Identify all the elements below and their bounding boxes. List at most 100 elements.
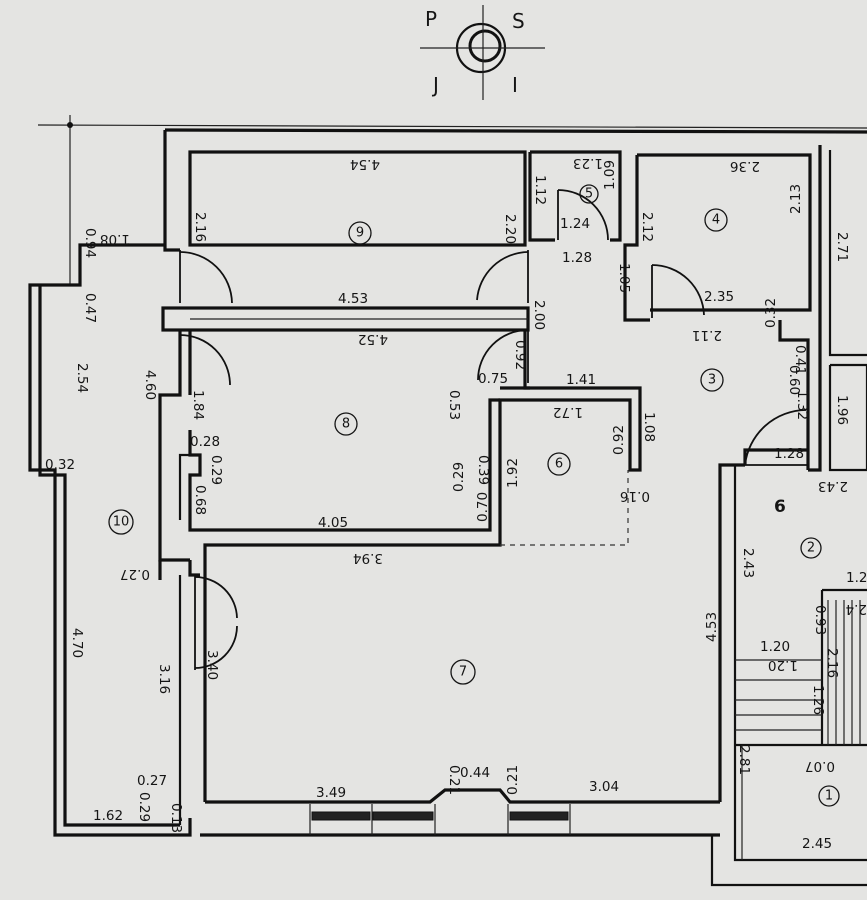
dim-room6-right: 1.08 bbox=[641, 412, 657, 442]
room-3-label: 3 bbox=[700, 368, 724, 392]
stair-mark: 6 bbox=[774, 497, 786, 517]
dim-room7-left: 3.16 bbox=[156, 664, 172, 694]
dim-stair-landing: 1.32 bbox=[794, 390, 810, 420]
dim-room4-bottom: 2.35 bbox=[704, 289, 734, 305]
svg-text:2: 2 bbox=[807, 541, 815, 556]
dim-stair-side: 2.16 bbox=[824, 648, 840, 678]
dim-room8-width: 4.52 bbox=[358, 331, 388, 347]
room-labels: 9 5 4 3 8 6 10 7 2 1 6 bbox=[108, 184, 840, 807]
dim-room8-niche: 0.28 bbox=[190, 434, 220, 450]
dim-stair-door: 1.28 bbox=[774, 446, 804, 462]
dim-room8-jamb: 0.70 bbox=[475, 492, 491, 522]
dim-entry-top: 0.07 bbox=[805, 758, 835, 774]
dim-stair-left: 2.43 bbox=[740, 548, 756, 578]
dim-bottom-jog: 0.27 bbox=[137, 773, 167, 789]
dim-room3-notch: 0.41 bbox=[792, 345, 808, 375]
room-5-label: 5 bbox=[579, 184, 599, 204]
dim-stair-run: 0.93 bbox=[812, 605, 828, 635]
dim-room4-width: 2.36 bbox=[730, 158, 760, 174]
doors bbox=[179, 189, 808, 670]
dim-left-corner: 0.47 bbox=[82, 293, 98, 323]
dim-bottom-niche-right: 0.21 bbox=[505, 765, 521, 795]
dim-right-column: 2.71 bbox=[834, 232, 850, 262]
svg-text:5: 5 bbox=[585, 187, 593, 202]
room-4-label: 4 bbox=[704, 208, 728, 232]
dim-room6-left: 1.92 bbox=[505, 458, 521, 488]
dim-room9-width: 4.54 bbox=[350, 156, 380, 172]
dim-room7-jamb: 0.27 bbox=[120, 566, 150, 582]
compass-label-j: J bbox=[431, 73, 439, 97]
room-2-label: 2 bbox=[800, 537, 822, 559]
dimension-labels: 4.54 1.23 2.36 2.16 2.20 1.12 1.09 1.24 … bbox=[45, 155, 867, 852]
dim-room8-lower: 0.68 bbox=[192, 485, 208, 515]
dim-room10-notch: 0.32 bbox=[45, 457, 75, 473]
svg-text:10: 10 bbox=[113, 515, 130, 530]
dim-room10-lower: 4.70 bbox=[69, 628, 85, 658]
exterior-walls bbox=[28, 128, 867, 887]
room-6-label: 6 bbox=[547, 452, 571, 476]
dim-room3-top: 1.05 bbox=[616, 263, 632, 293]
dim-room5-inner: 1.24 bbox=[560, 216, 590, 232]
dim-bottom-right: 3.04 bbox=[589, 779, 619, 795]
dim-room8-door: 0.92 bbox=[512, 340, 528, 370]
dim-room7-top: 3.94 bbox=[353, 550, 383, 566]
dim-room8-right: 0.53 bbox=[446, 390, 462, 420]
dim-room3-upper: 2.11 bbox=[692, 327, 722, 343]
dim-room8-jog: 0.39 bbox=[475, 455, 491, 485]
svg-text:7: 7 bbox=[459, 665, 467, 680]
dim-left-step: 0.94 bbox=[82, 228, 98, 258]
compass-rose: P S J I bbox=[420, 5, 545, 100]
windows bbox=[309, 804, 571, 835]
room-9-label: 9 bbox=[348, 221, 372, 245]
svg-text:9: 9 bbox=[356, 226, 364, 241]
compass-label-s: S bbox=[512, 9, 525, 33]
dim-stair-top: 2.43 bbox=[818, 478, 848, 494]
dim-room6-corner: 0.16 bbox=[620, 488, 650, 504]
room-10-label: 10 bbox=[108, 509, 134, 535]
dim-room5-bottom: 1.28 bbox=[562, 250, 592, 266]
dim-bottom-step: 0.29 bbox=[136, 792, 152, 822]
dim-room9-bottom: 4.53 bbox=[338, 291, 368, 307]
dim-stair-edge-alt: 2.4 bbox=[846, 601, 867, 617]
dim-bottom-corner: 0.13 bbox=[168, 803, 184, 833]
room-8-label: 8 bbox=[334, 412, 358, 436]
dim-room9-left: 2.16 bbox=[192, 212, 208, 242]
dim-corridor: 2.00 bbox=[531, 300, 547, 330]
dim-room8-lower-right: 0.29 bbox=[451, 462, 467, 492]
dim-room7-right: 4.53 bbox=[704, 612, 720, 642]
site-boundary bbox=[37, 115, 867, 285]
room-1-label: 1 bbox=[818, 785, 840, 807]
dim-room6-inner: 1.72 bbox=[553, 404, 583, 420]
dim-room9-right: 2.20 bbox=[502, 214, 518, 244]
svg-text:8: 8 bbox=[342, 417, 350, 432]
dim-entry-left: 2.81 bbox=[736, 745, 752, 775]
svg-text:1: 1 bbox=[825, 789, 833, 804]
dim-room7-door: 3.40 bbox=[204, 650, 220, 680]
dim-bottom-niche-left: 0.21 bbox=[446, 765, 462, 795]
svg-text:6: 6 bbox=[555, 457, 563, 472]
dim-stair-width: 1.20 bbox=[760, 639, 790, 655]
svg-text:4: 4 bbox=[712, 213, 720, 228]
dim-room3-step: 0.32 bbox=[763, 298, 779, 328]
dim-room6-top: 1.41 bbox=[566, 372, 596, 388]
interior-walls bbox=[158, 145, 867, 825]
dim-room6-side: 0.92 bbox=[611, 425, 627, 455]
dim-room10-upper: 2.54 bbox=[74, 363, 90, 393]
dim-room8-niche-depth: 0.29 bbox=[208, 455, 224, 485]
compass-label-p: P bbox=[425, 7, 437, 31]
dim-room5-left: 1.12 bbox=[532, 175, 548, 205]
dim-room3-edge: 0.60 bbox=[786, 365, 802, 395]
dim-left-top: 1.08 bbox=[100, 231, 130, 247]
compass-label-i: I bbox=[512, 73, 518, 97]
dim-room10-mid: 4.60 bbox=[142, 370, 158, 400]
stair-treads bbox=[735, 600, 861, 860]
dim-room5-right: 1.09 bbox=[602, 160, 618, 190]
dim-bottom-niche: 0.44 bbox=[460, 765, 490, 781]
dim-stair-lower: 1.26 bbox=[810, 685, 826, 715]
dim-stair-edge: 1.2 bbox=[846, 570, 867, 586]
dim-right-box: 1.96 bbox=[834, 395, 850, 425]
dim-stair-width-alt: 1.20 bbox=[768, 657, 798, 673]
room-7-label: 7 bbox=[450, 659, 476, 685]
